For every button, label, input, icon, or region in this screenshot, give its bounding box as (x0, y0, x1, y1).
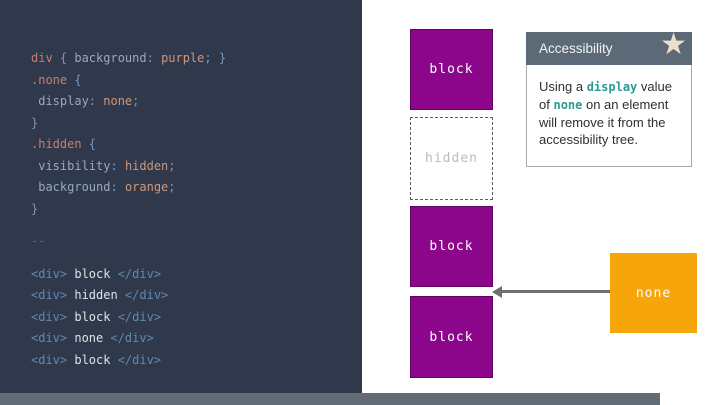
hidden-label: hidden (425, 151, 478, 166)
bottom-bar (0, 393, 660, 405)
diagram-none-box: none (610, 253, 697, 333)
code-line (31, 220, 226, 231)
code-line: <div> block </div> (31, 352, 162, 367)
diagram-block-1: block (410, 29, 493, 110)
block-label: block (429, 329, 474, 345)
star-icon: ★ (660, 28, 687, 61)
code-panel: div { background: purple; } .none { displ… (0, 0, 362, 393)
code-line: } (31, 115, 39, 130)
left-arrowhead-icon (492, 285, 502, 298)
none-insertion-arrow-line (501, 290, 610, 293)
diagram-block-3: block (410, 296, 493, 378)
code-block: div { background: purple; } .none { displ… (31, 48, 226, 371)
code-line: } (31, 201, 39, 216)
callout-body-text: Using a display value of none on an elem… (526, 65, 692, 167)
accessibility-callout: Accessibility ★ Using a display value of… (526, 28, 692, 167)
block-label: block (429, 239, 474, 254)
code-line: -- (31, 234, 46, 248)
diagram-block-2: block (410, 206, 493, 287)
code-line: .hidden { (31, 137, 97, 151)
diagram-hidden-box: hidden (410, 117, 493, 200)
callout-title: Accessibility (539, 41, 613, 56)
none-label: none (635, 285, 672, 301)
code-line: .none { (31, 72, 82, 87)
code-line (31, 253, 226, 264)
code-line: <div> block </div> (31, 309, 162, 324)
code-line: <div> none </div> (31, 331, 154, 345)
code-line: <div> hidden </div> (31, 288, 169, 302)
code-line: <div> block </div> (31, 266, 162, 281)
code-line: display: none; (31, 94, 140, 108)
code-line: div { background: purple; } (31, 51, 227, 65)
code-line: visibility: hidden; (31, 158, 176, 173)
block-label: block (429, 62, 474, 77)
callout-header: Accessibility ★ (526, 28, 692, 65)
code-line: background: orange; (31, 180, 176, 194)
